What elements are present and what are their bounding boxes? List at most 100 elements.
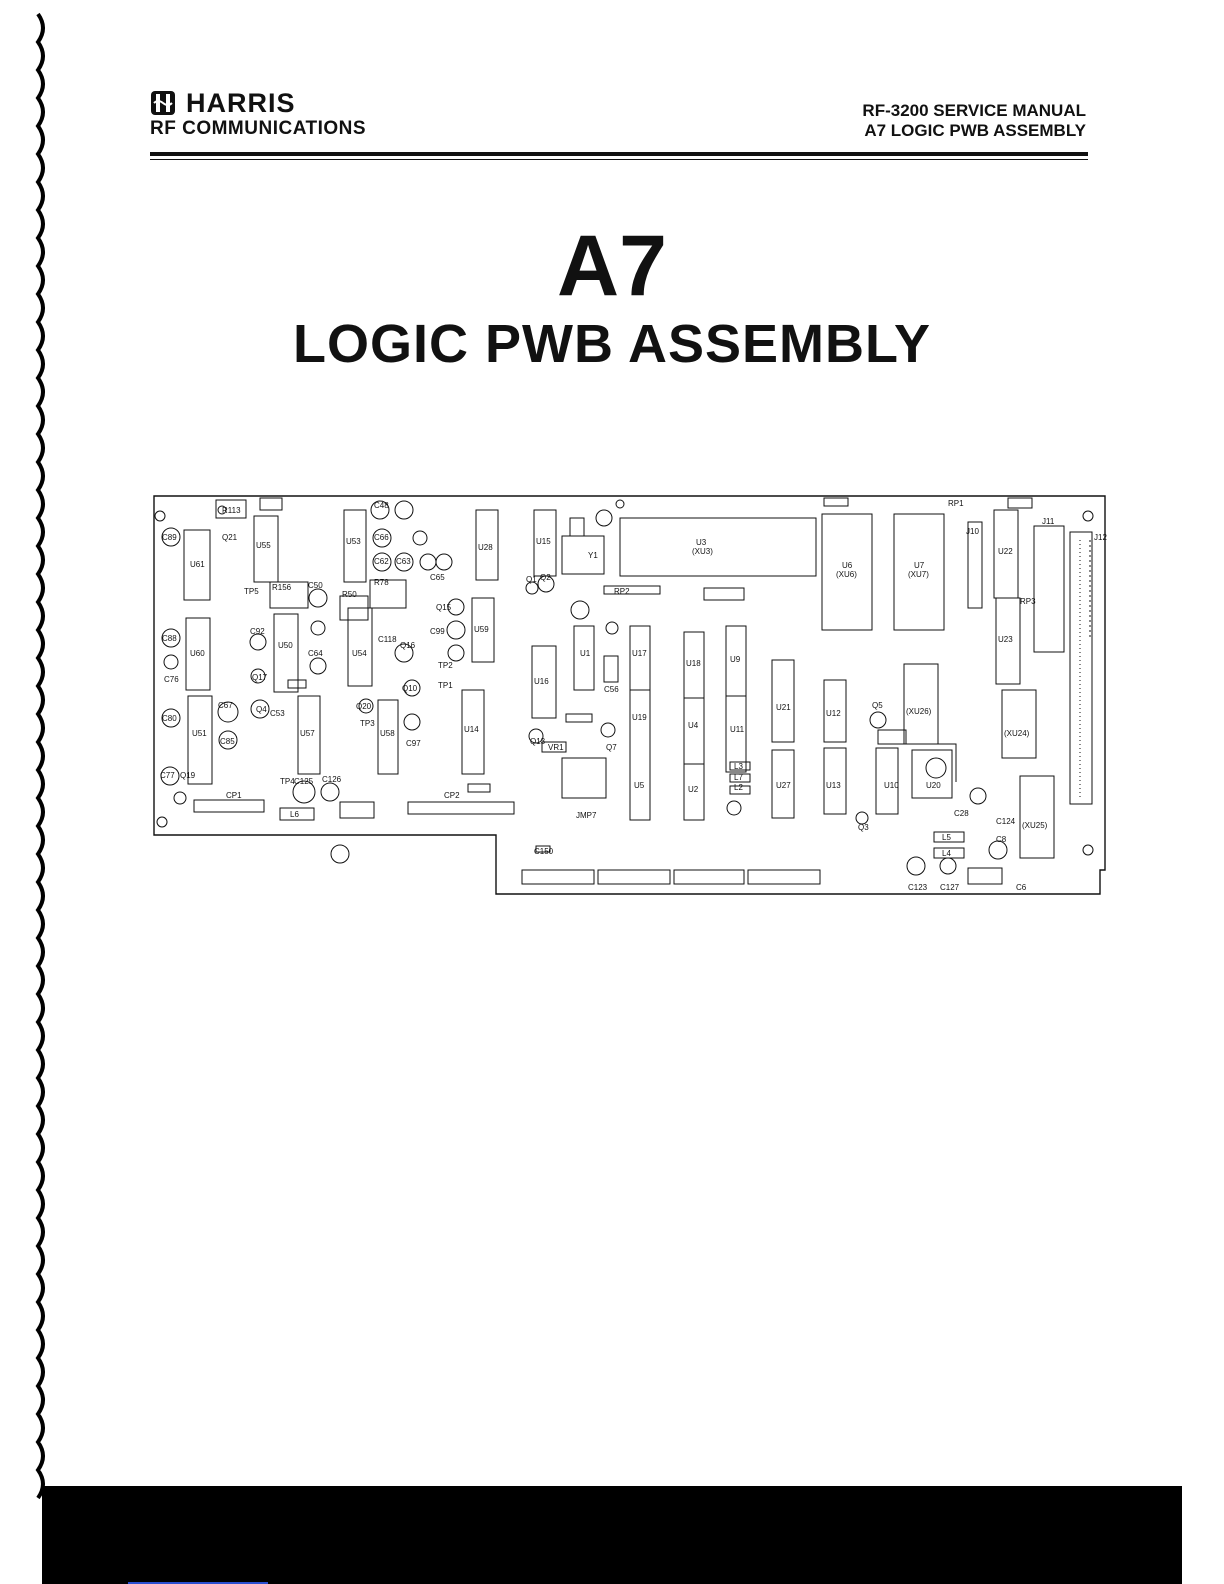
label-u12: U12: [826, 709, 841, 718]
section-title: A7 LOGIC PWB ASSEMBLY: [864, 121, 1086, 140]
label-c67: C67: [218, 701, 233, 710]
label-u9: U9: [730, 655, 741, 664]
board-outline: [153, 495, 1106, 895]
label-rp3: RP3: [1020, 597, 1036, 606]
label-j11: J11: [1042, 517, 1055, 526]
label-tp4: TP4: [280, 777, 295, 786]
label-c80: C80: [162, 714, 177, 723]
label-u15: U15: [536, 537, 551, 546]
label-u7: U7: [914, 561, 925, 570]
label-xu24: (XU24): [1004, 729, 1030, 738]
bottom-connectors: [193, 783, 1003, 885]
label-u11: U11: [730, 725, 745, 734]
label-u16: U16: [534, 677, 549, 686]
label-c48: C48: [374, 501, 389, 510]
label-q2: Q2: [540, 573, 551, 582]
label-c62: C62: [374, 557, 389, 566]
label-u19: U19: [632, 713, 647, 722]
misc-parts: [215, 497, 1091, 859]
label-u61: U61: [190, 560, 205, 569]
label-c125: C125: [294, 777, 314, 786]
header-rule-thin: [150, 159, 1088, 160]
label-u18: U18: [686, 659, 701, 668]
label-u1: U1: [580, 649, 591, 658]
label-u23: U23: [998, 635, 1013, 644]
edge-connector-j12: [1033, 525, 1093, 805]
header-rule-thick: [150, 152, 1088, 156]
label-u53: U53: [346, 537, 361, 546]
label-l7: L7: [734, 773, 743, 782]
label-u20: U20: [926, 781, 941, 790]
label-c88: C88: [162, 634, 177, 643]
label-u50: U50: [278, 641, 293, 650]
label-l6: L6: [290, 810, 299, 819]
label-c76: C76: [164, 675, 179, 684]
label-l5: L5: [942, 833, 951, 842]
label-xu3: (XU3): [692, 547, 713, 556]
label-c85: C85: [220, 737, 235, 746]
label-c63: C63: [396, 557, 411, 566]
label-u59: U59: [474, 625, 489, 634]
label-c123: C123: [908, 883, 928, 892]
label-xu26: (XU26): [906, 707, 932, 716]
label-rp2: RP2: [614, 587, 630, 596]
label-l3: L3: [734, 762, 743, 771]
label-u54: U54: [352, 649, 367, 658]
label-c126: C126: [322, 775, 342, 784]
label-c53: C53: [270, 709, 285, 718]
label-q20: Q20: [356, 702, 372, 711]
label-c118: C118: [378, 635, 397, 644]
label-tp3: TP3: [360, 719, 375, 728]
harris-logo-block: HARRIS RF COMMUNICATIONS: [150, 88, 366, 140]
label-q13: Q13: [530, 737, 546, 746]
label-u17: U17: [632, 649, 647, 658]
discrete-components: [154, 499, 1094, 876]
label-u6: U6: [842, 561, 853, 570]
logic-pwb-layout-diagram: U3 (XU3) U6 (XU6) U7 (XU7) U61 U55 U53 U…: [153, 495, 1107, 895]
label-q5: Q5: [872, 701, 883, 710]
label-j12: J12: [1094, 533, 1107, 542]
label-u27: U27: [776, 781, 791, 790]
label-q4: Q4: [256, 705, 267, 714]
label-r113: R113: [222, 506, 241, 515]
label-u21: U21: [776, 703, 791, 712]
label-c56: C56: [604, 685, 619, 694]
label-u60: U60: [190, 649, 205, 658]
label-r78: R78: [374, 578, 389, 587]
label-u13: U13: [826, 781, 841, 790]
label-q10: Q10: [402, 684, 418, 693]
label-u3: U3: [696, 538, 707, 547]
label-c89: C89: [162, 533, 177, 542]
label-c50: C50: [308, 581, 323, 590]
large-ics: [619, 513, 1055, 859]
label-q16: Q16: [400, 641, 416, 650]
label-tp2: TP2: [438, 661, 453, 670]
label-jmp7: JMP7: [576, 811, 597, 820]
label-u57: U57: [300, 729, 315, 738]
label-c124: C124: [996, 817, 1016, 826]
label-c97: C97: [406, 739, 421, 748]
harris-logo-icon: [151, 91, 175, 115]
label-c77: C77: [160, 771, 175, 780]
label-j10: J10: [966, 527, 979, 536]
label-tp5: TP5: [244, 587, 259, 596]
document-reference: RF-3200 SERVICE MANUAL A7 LOGIC PWB ASSE…: [862, 101, 1086, 141]
label-c99: C99: [430, 627, 445, 636]
label-cp2: CP2: [444, 791, 460, 800]
label-u28: U28: [478, 543, 493, 552]
label-cp1: CP1: [226, 791, 242, 800]
label-q21: Q21: [222, 533, 238, 542]
label-q3: Q3: [858, 823, 869, 832]
label-vr1: VR1: [548, 743, 564, 752]
label-u5: U5: [634, 781, 645, 790]
label-q7: Q7: [606, 743, 617, 752]
scan-bottom-blue-line: [128, 1582, 268, 1584]
label-c6: C6: [1016, 883, 1027, 892]
label-rp1: RP1: [948, 499, 964, 508]
label-u14: U14: [464, 725, 479, 734]
label-r156: R156: [272, 583, 292, 592]
brand-division: RF COMMUNICATIONS: [150, 118, 367, 139]
label-r50: R50: [342, 590, 357, 599]
label-c8: C8: [996, 835, 1007, 844]
page-title: A7: [557, 218, 667, 314]
